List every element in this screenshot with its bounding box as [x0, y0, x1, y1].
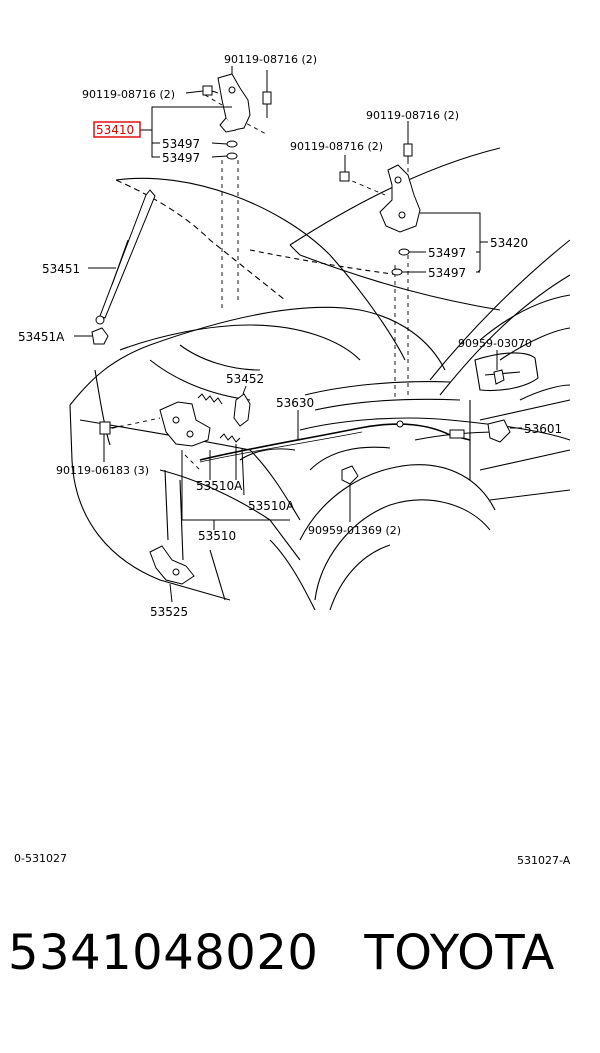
- label-clamp-clip[interactable]: 90959-01369 (2): [308, 524, 401, 537]
- caption-brand: TOYOTA: [364, 925, 555, 981]
- diagram-code-right: 531027-A: [517, 854, 571, 867]
- leader-lines: [74, 66, 522, 603]
- label-rod-holder[interactable]: 53451A: [18, 330, 65, 344]
- label-bolt-right-top[interactable]: 90119-08716 (2): [366, 109, 459, 122]
- label-washer-1[interactable]: 53497: [162, 137, 200, 151]
- label-release-cable[interactable]: 53630: [276, 396, 314, 410]
- label-bolt-left[interactable]: 90119-08716 (2): [82, 88, 175, 101]
- highlight-box: [93, 121, 141, 138]
- label-support-holder[interactable]: 53452: [226, 372, 264, 386]
- label-support-rod[interactable]: 53451: [42, 262, 80, 276]
- release-cable-shape: [199, 423, 471, 461]
- label-hood-lock[interactable]: 53510: [198, 529, 236, 543]
- diagram-code-left: 0-531027: [14, 852, 67, 865]
- label-bolt-top[interactable]: 90119-08716 (2): [224, 53, 317, 66]
- bolt-top-shape: [262, 91, 272, 105]
- caption-part-number: 5341048020: [8, 925, 319, 981]
- label-washer-2[interactable]: 53497: [162, 151, 200, 165]
- label-hinge-rh[interactable]: 53420: [490, 236, 528, 250]
- label-release-lever[interactable]: 53601: [524, 422, 562, 436]
- label-lock-spring-a[interactable]: 53510A: [196, 479, 243, 493]
- hood-lock-shape: [159, 401, 211, 447]
- label-lock-spring-b[interactable]: 53510A: [248, 499, 295, 513]
- label-bolt-lock[interactable]: 90119-06183 (3): [56, 464, 149, 477]
- components: [91, 73, 511, 585]
- support-rod-shape: [99, 189, 156, 319]
- label-washer-4[interactable]: 53497: [428, 266, 466, 280]
- hinge-lh-shape: [217, 73, 251, 131]
- label-washer-3[interactable]: 53497: [428, 246, 466, 260]
- part-labels: 90119-08716 (2) 90119-08716 (2) 53410 53…: [18, 53, 562, 619]
- label-cushion-clip[interactable]: 90959-03070: [458, 337, 532, 350]
- label-lock-bracket[interactable]: 53525: [150, 605, 188, 619]
- label-bolt-right-mid[interactable]: 90119-08716 (2): [290, 140, 383, 153]
- car-outline: [69, 147, 571, 611]
- lock-bracket-shape: [149, 545, 195, 585]
- label-hinge-lh[interactable]: 53410: [96, 123, 134, 137]
- caption: 5341048020 TOYOTA: [8, 925, 592, 981]
- hinge-rh-shape: [379, 164, 421, 233]
